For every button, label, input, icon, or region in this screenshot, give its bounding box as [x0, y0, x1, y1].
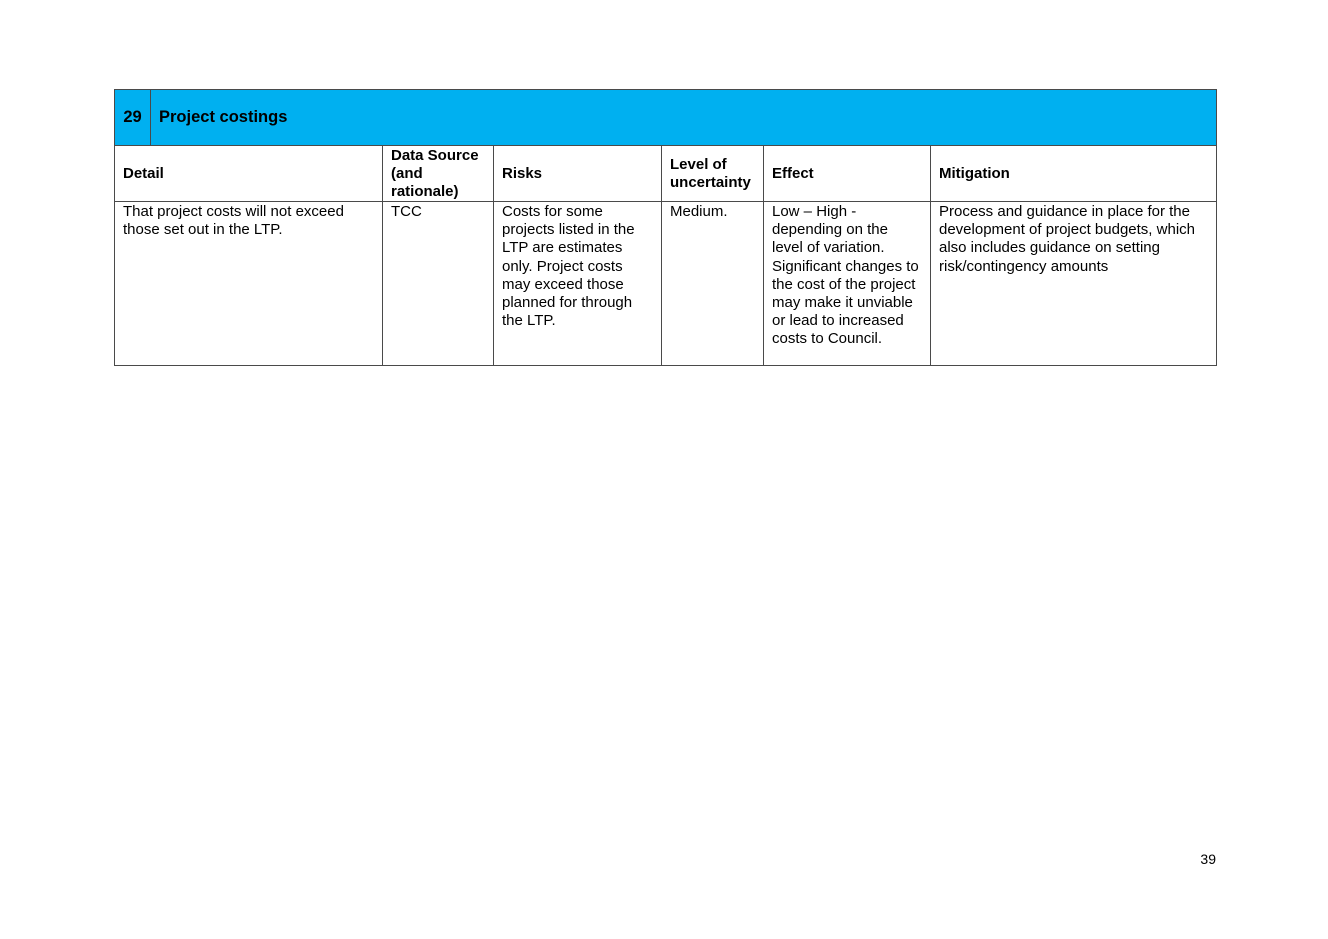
- header-mitigation: Mitigation: [929, 145, 1218, 202]
- header-level-of-uncertainty: Level of uncertainty: [661, 145, 764, 202]
- cell-mitigation: Process and guidance in place for the de…: [929, 201, 1218, 366]
- section-header-cell: 29 Project costings: [113, 89, 1218, 146]
- cell-risks: Costs for some projects listed in the LT…: [493, 201, 662, 366]
- column-header-row: Detail Data Source (and rationale) Risks…: [114, 145, 1218, 202]
- page-number: 39: [1200, 851, 1216, 867]
- section-number: 29: [115, 90, 151, 145]
- header-risks: Risks: [493, 145, 662, 202]
- cell-effect: Low – High - depending on the level of v…: [763, 201, 931, 366]
- section-header-row: 29 Project costings: [113, 89, 1218, 146]
- table-row: That project costs will not exceed those…: [114, 201, 1218, 366]
- cell-data-source: TCC: [382, 201, 494, 366]
- header-detail: Detail: [114, 145, 383, 202]
- cell-detail: That project costs will not exceed those…: [114, 201, 383, 366]
- header-data-source: Data Source (and rationale): [382, 145, 494, 202]
- section-header-inner: 29 Project costings: [115, 90, 1217, 145]
- assumption-table: 29 Project costings Detail Data Source (…: [113, 89, 1218, 366]
- header-effect: Effect: [763, 145, 931, 202]
- cell-uncertainty: Medium.: [661, 201, 764, 366]
- section-title: Project costings: [150, 90, 1217, 145]
- assumption-table-wrapper: 29 Project costings Detail Data Source (…: [113, 89, 1218, 366]
